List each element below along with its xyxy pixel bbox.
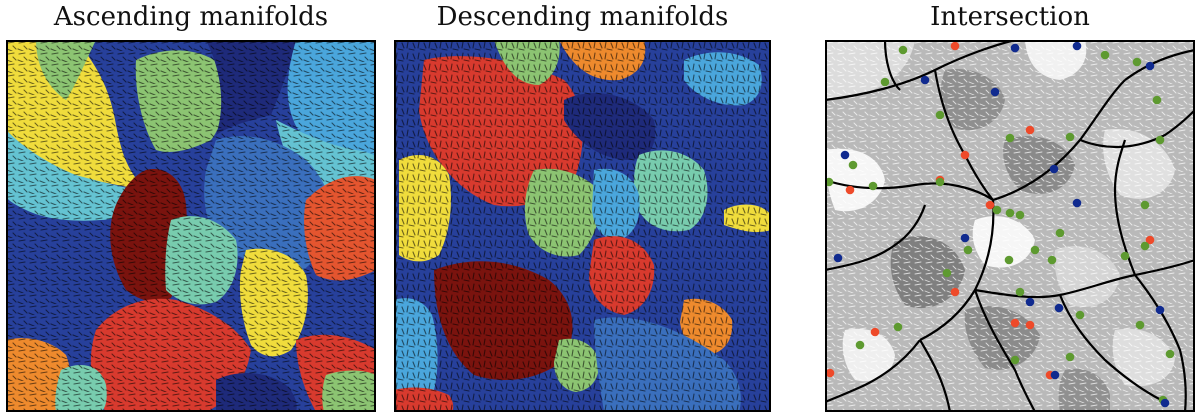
maximum-point bbox=[960, 150, 970, 160]
panel-border bbox=[825, 40, 1195, 412]
maximum-point bbox=[845, 185, 855, 195]
separatrix bbox=[1124, 48, 1195, 81]
title-intersection: Intersection bbox=[930, 2, 1090, 32]
title-descending-manifolds: Descending manifolds bbox=[436, 2, 729, 32]
maximum-point bbox=[870, 327, 880, 337]
saddle-point bbox=[1055, 228, 1065, 238]
minimum-point bbox=[960, 233, 970, 243]
saddle-point bbox=[893, 322, 903, 332]
saddle-point bbox=[1010, 355, 1020, 365]
critical-points bbox=[825, 41, 1175, 408]
maximum-point bbox=[1025, 125, 1035, 135]
saddle-point bbox=[1165, 349, 1175, 359]
saddle-point bbox=[1005, 133, 1015, 143]
saddle-point bbox=[1100, 50, 1110, 60]
separatrix bbox=[992, 79, 1126, 202]
minimum-point bbox=[1054, 303, 1064, 313]
saddle-point bbox=[1152, 95, 1162, 105]
saddle-point bbox=[868, 181, 878, 191]
maximum-point bbox=[1025, 320, 1035, 330]
saddle-point bbox=[1030, 245, 1040, 255]
saddle-point bbox=[935, 110, 945, 120]
saddle-point bbox=[1155, 135, 1165, 145]
separatrix bbox=[1058, 294, 1166, 403]
separatrix bbox=[825, 204, 927, 272]
saddle-point bbox=[898, 45, 908, 55]
ascending-manifolds-panel bbox=[6, 40, 376, 412]
minimum-point bbox=[1025, 297, 1035, 307]
saddle-point bbox=[963, 245, 973, 255]
saddle-point bbox=[855, 340, 865, 350]
maximum-point bbox=[985, 200, 995, 210]
separatrix bbox=[974, 258, 1195, 299]
saddle-point bbox=[825, 177, 834, 187]
maximum-point bbox=[1010, 318, 1020, 328]
maximum-point bbox=[825, 368, 835, 378]
panel-border bbox=[6, 40, 376, 412]
minimum-point bbox=[840, 150, 850, 160]
minimum-point bbox=[990, 87, 1000, 97]
gradient-hatch-overlay bbox=[6, 40, 376, 412]
gradient-hatch-overlay bbox=[825, 40, 1195, 412]
saddle-point bbox=[1120, 251, 1130, 261]
minimum-point bbox=[1049, 164, 1059, 174]
saddle-point bbox=[1065, 352, 1075, 362]
saddle-point bbox=[1004, 255, 1014, 265]
minimum-point bbox=[1145, 61, 1155, 71]
minimum-point bbox=[1010, 43, 1020, 53]
separatrix bbox=[919, 339, 952, 412]
saddle-point bbox=[1015, 287, 1025, 297]
minimum-point bbox=[1072, 198, 1082, 208]
saddle-point bbox=[992, 205, 1002, 215]
minimum-point bbox=[1050, 370, 1060, 380]
saddle-point bbox=[1135, 320, 1145, 330]
saddle-point bbox=[1065, 132, 1075, 142]
saddle-point bbox=[1005, 208, 1015, 218]
minimum-point bbox=[1160, 398, 1170, 408]
separatrix bbox=[1079, 109, 1195, 148]
saddle-point bbox=[1140, 241, 1150, 251]
saddle-point bbox=[1075, 310, 1085, 320]
gradient-hatch-overlay bbox=[394, 40, 771, 412]
panel-border bbox=[394, 40, 771, 412]
separatrix bbox=[825, 339, 921, 404]
saddle-point bbox=[1140, 200, 1150, 210]
saddle-point bbox=[935, 177, 945, 187]
minimum-point bbox=[1072, 41, 1082, 51]
saddle-point bbox=[848, 160, 858, 170]
saddle-point bbox=[1132, 57, 1142, 67]
saddle-point bbox=[880, 77, 890, 87]
maximum-point bbox=[950, 287, 960, 297]
saddle-point bbox=[1047, 255, 1057, 265]
saddle-point bbox=[942, 268, 952, 278]
maximum-point bbox=[950, 41, 960, 51]
maximum-point bbox=[1145, 235, 1155, 245]
saddle-point bbox=[1015, 210, 1025, 220]
separatrix bbox=[973, 289, 1036, 412]
descending-manifolds-panel bbox=[394, 40, 771, 412]
separatrix bbox=[1134, 274, 1187, 412]
separatrix bbox=[883, 40, 901, 91]
minimum-point bbox=[1155, 305, 1165, 315]
intersection-panel bbox=[825, 40, 1195, 412]
minimum-point bbox=[920, 75, 930, 85]
title-ascending-manifolds: Ascending manifolds bbox=[53, 2, 329, 32]
minimum-point bbox=[833, 253, 843, 263]
